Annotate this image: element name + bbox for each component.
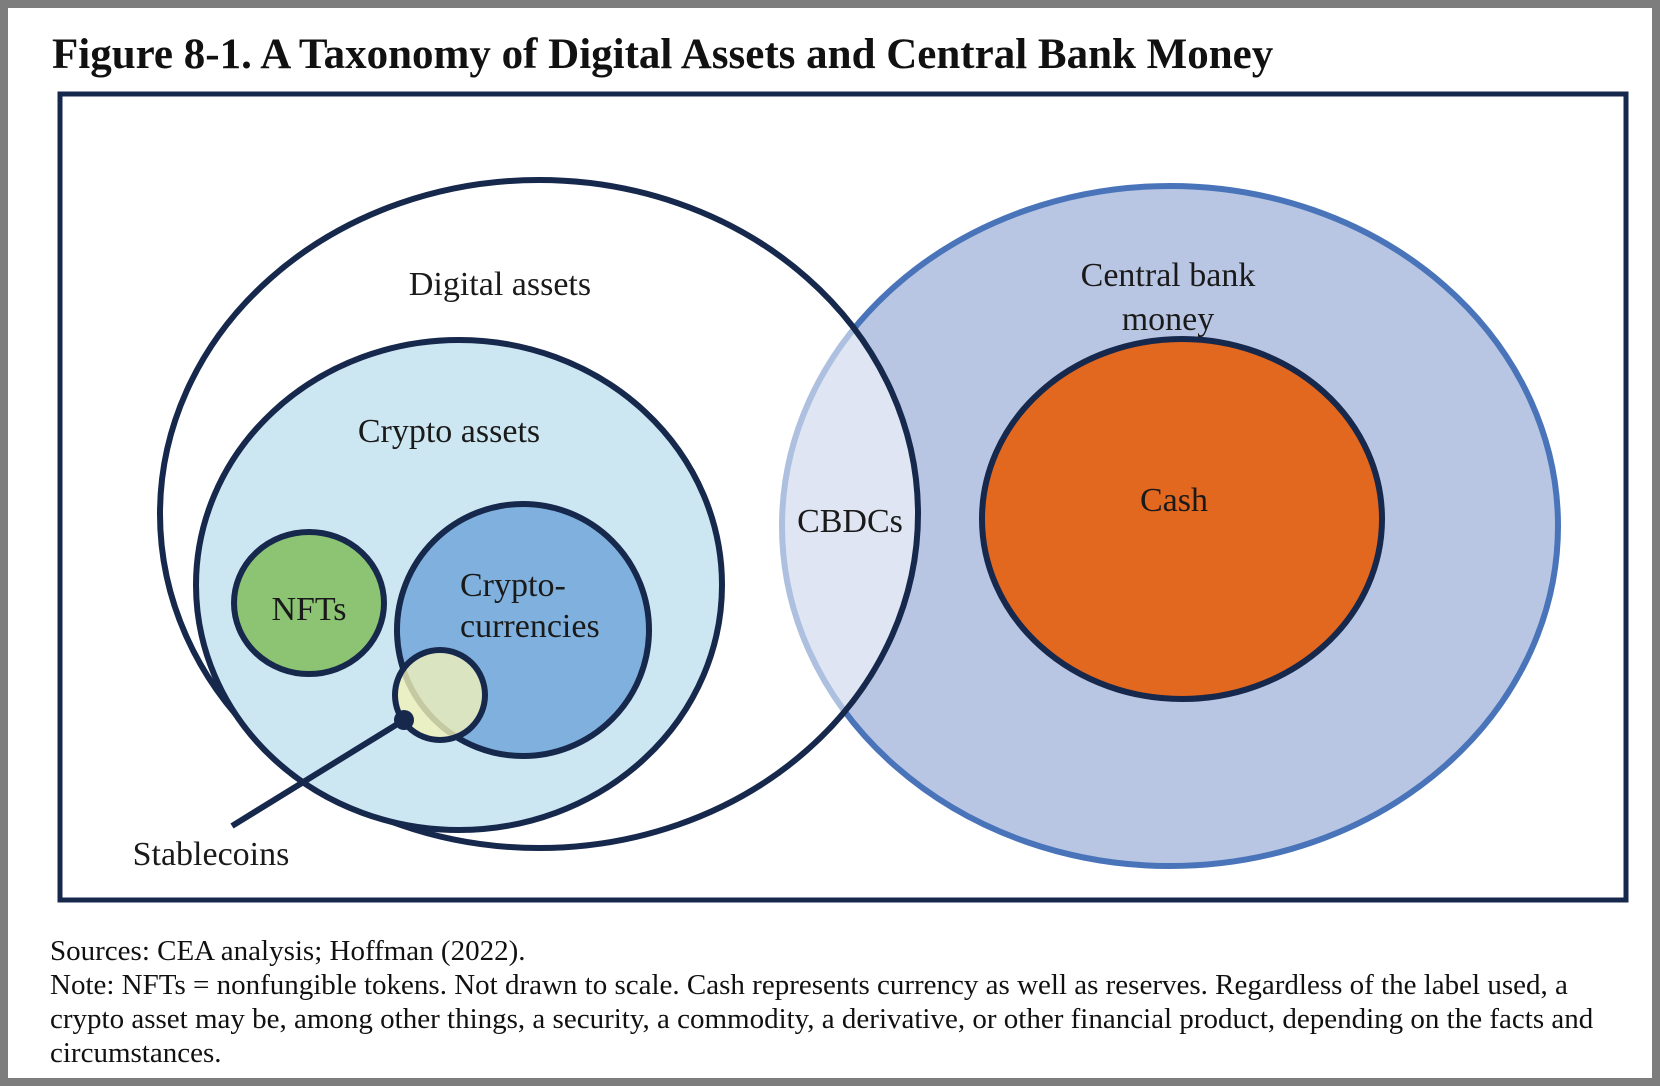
cash-label: Cash	[1140, 482, 1208, 519]
cbdcs-label: CBDCs	[797, 503, 903, 540]
stablecoins-label: Stablecoins	[133, 836, 290, 873]
nfts-circle	[231, 529, 387, 677]
stablecoins-anchor-dot	[394, 710, 414, 730]
stablecoins-leader-line	[230, 717, 406, 829]
note-text: Note: NFTs = nonfungible tokens. Not dra…	[50, 969, 1594, 1069]
figure-footer: Sources: CEA analysis; Hoffman (2022). N…	[50, 934, 1595, 1070]
cryptocurrencies-label-line2: currencies	[460, 608, 600, 645]
taxonomy-diagram: Digital assets Crypto assets NFTs Crypto…	[57, 91, 1629, 903]
digital-assets-label: Digital assets	[409, 266, 591, 303]
crypto-assets-label: Crypto assets	[358, 413, 540, 450]
stablecoins-circle	[392, 647, 488, 743]
central-bank-money-label-line1: Central bank	[1081, 257, 1256, 294]
figure-title: Figure 8-1. A Taxonomy of Digital Assets…	[52, 31, 1274, 78]
nfts-label: NFTs	[271, 591, 346, 628]
cryptocurrencies-label-line1: Crypto-	[460, 567, 566, 604]
sources-text: Sources: CEA analysis; Hoffman (2022).	[50, 935, 526, 967]
central-bank-money-label-line2: money	[1122, 301, 1215, 338]
cash-ellipse	[979, 336, 1385, 702]
